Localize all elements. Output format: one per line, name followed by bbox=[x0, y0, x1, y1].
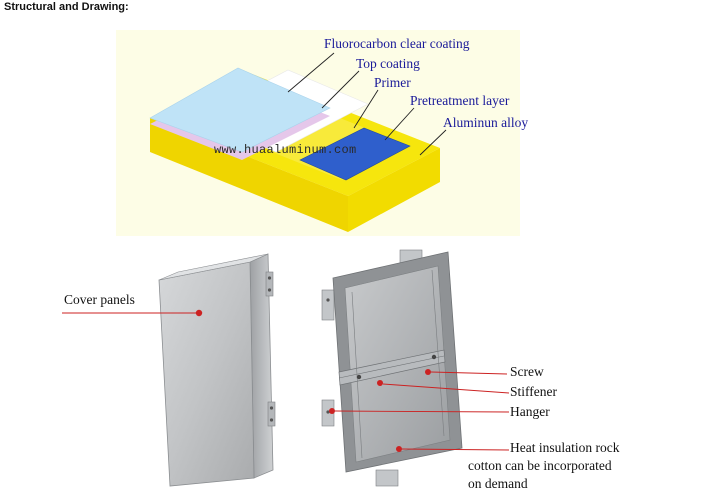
alloy-right-face bbox=[348, 148, 440, 232]
label-primer: Primer bbox=[374, 75, 411, 90]
label-insulation-line-2: cotton can be incorporated bbox=[468, 458, 612, 473]
hanger-pointer-dot bbox=[329, 408, 335, 414]
page-heading: Structural and Drawing: bbox=[4, 1, 129, 13]
screw-pointer-dot bbox=[425, 369, 431, 375]
back-hanger-bottom bbox=[375, 469, 399, 487]
insulation-pointer-dot bbox=[396, 446, 402, 452]
back-panel bbox=[321, 249, 463, 487]
label-hanger: Hanger bbox=[510, 404, 550, 419]
stiffener-bar bbox=[338, 349, 446, 386]
cover-hanger-top bbox=[265, 271, 274, 297]
slab-leader-lines bbox=[287, 52, 447, 156]
back-hanger-top-left bbox=[321, 289, 335, 321]
label-screw: Screw bbox=[510, 364, 544, 379]
pretreatment-layer bbox=[299, 127, 411, 181]
watermark-text: www.huaaluminum.com bbox=[214, 143, 357, 157]
cover-panel-face bbox=[158, 261, 255, 487]
label-insulation-line-1: Heat insulation rock bbox=[510, 440, 620, 455]
layered-slab bbox=[149, 67, 440, 232]
fluorocarbon-layer bbox=[149, 67, 331, 153]
label-alloy: Aluminun alloy bbox=[443, 115, 529, 130]
cover-panel-pointer-dot bbox=[195, 309, 203, 317]
screw-icon bbox=[356, 374, 362, 380]
cover-panel bbox=[158, 253, 276, 487]
cover-panel-top-edge bbox=[158, 253, 269, 281]
alloy-front-face bbox=[150, 118, 348, 232]
label-top-coating: Top coating bbox=[356, 56, 420, 71]
stiffener-pointer-dot bbox=[377, 380, 383, 386]
label-pretreatment: Pretreatment layer bbox=[410, 93, 510, 108]
label-cover-panels: Cover panels bbox=[64, 292, 135, 307]
label-stiffener: Stiffener bbox=[510, 384, 557, 399]
label-insulation-line-3: on demand bbox=[468, 476, 528, 491]
label-fluorocarbon: Fluorocarbon clear coating bbox=[324, 36, 470, 51]
back-panel-leader-lines bbox=[334, 371, 510, 451]
cover-hanger-bottom bbox=[267, 401, 276, 427]
